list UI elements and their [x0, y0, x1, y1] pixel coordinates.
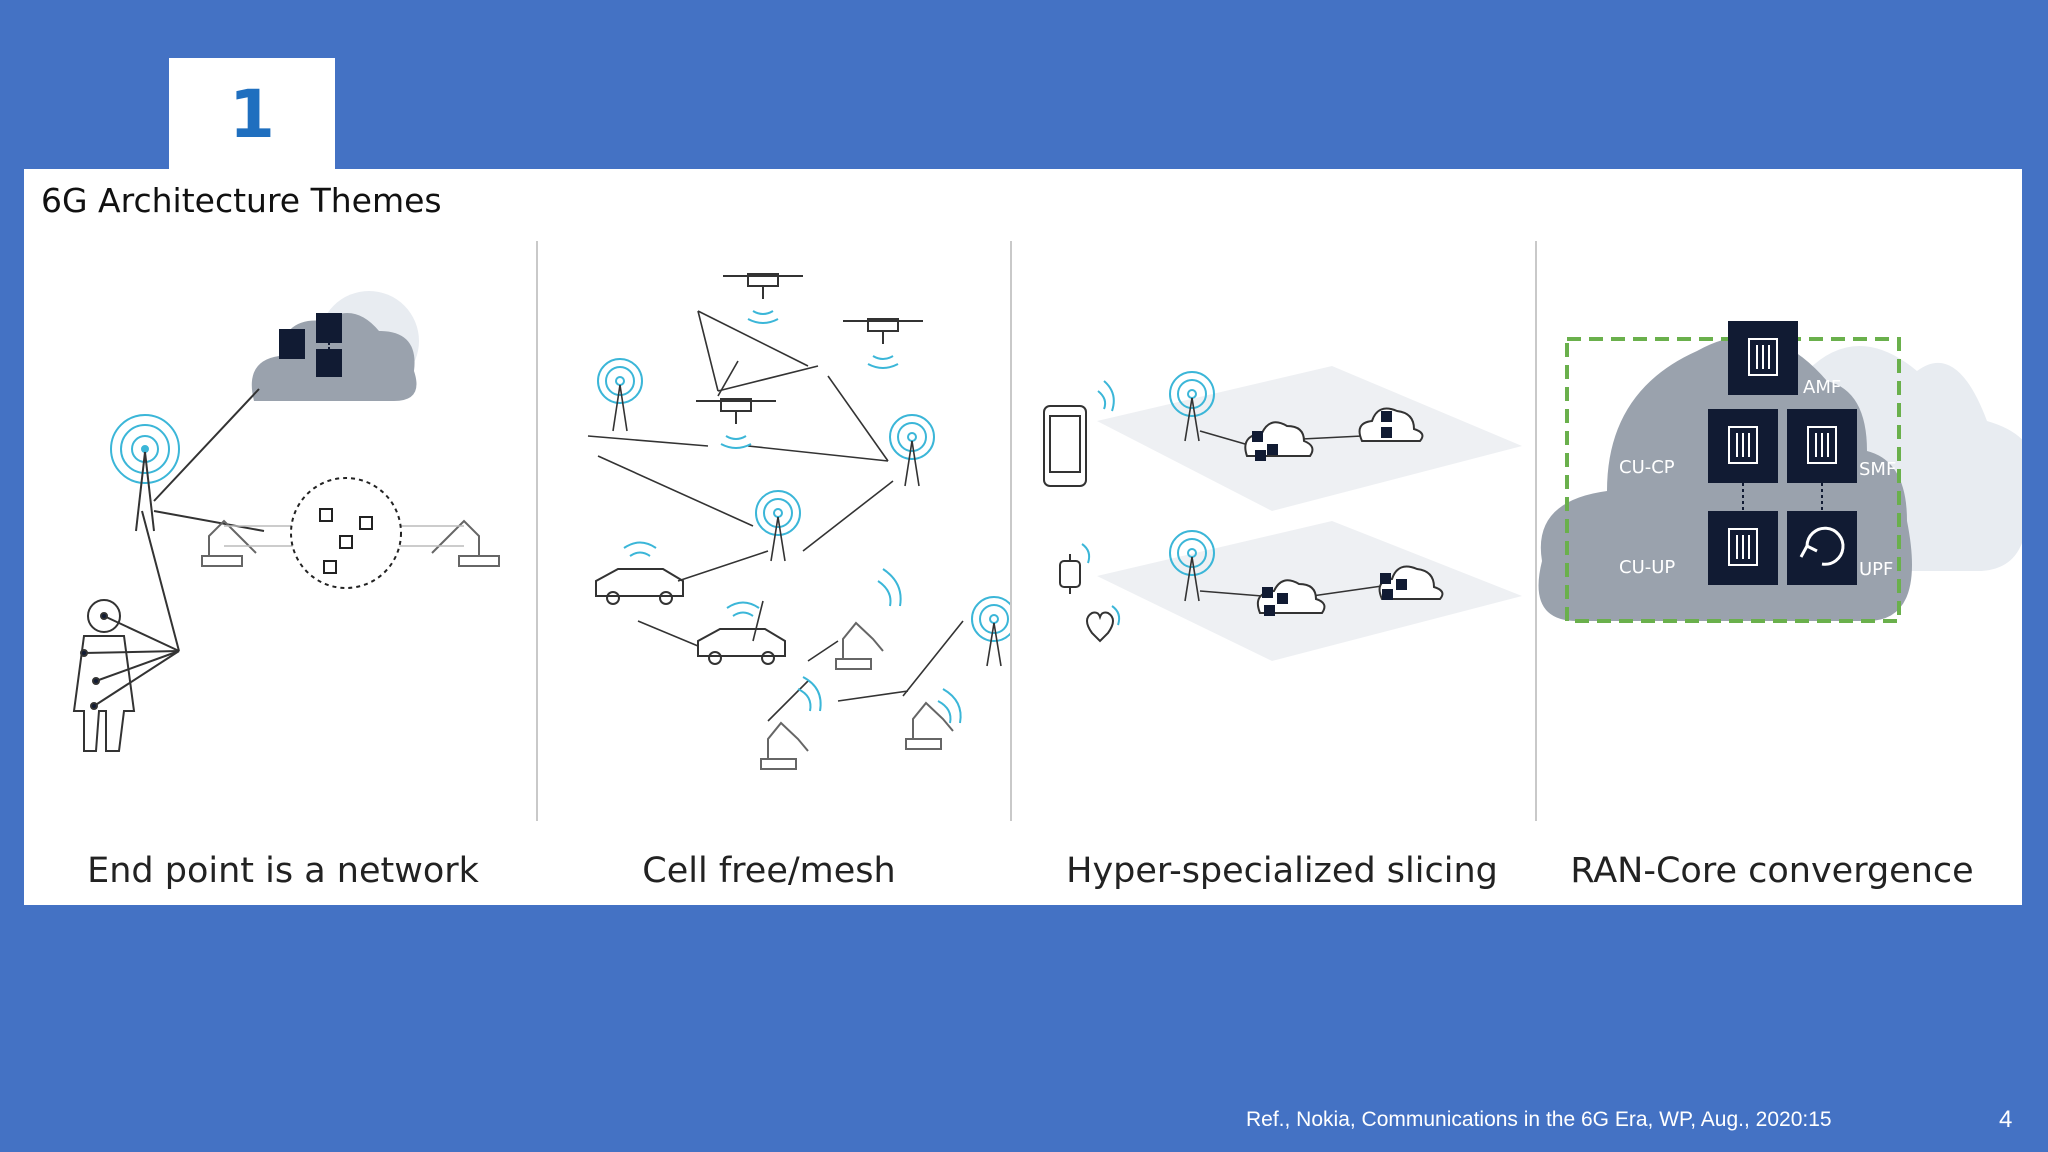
- device-cluster-icon: [224, 477, 464, 589]
- divider-2: [1010, 241, 1012, 821]
- reference-footnote: Ref., Nokia, Communications in the 6G Er…: [1246, 1108, 1832, 1131]
- endpoint-network-diagram: [72, 291, 500, 752]
- antenna-icon: [597, 358, 1010, 642]
- cu-cp-label: CU-CP: [1619, 457, 1675, 478]
- cu-up-label: CU-UP: [1619, 557, 1675, 578]
- ran-core-convergence-diagram: AMF CU-CP SMF CU-UP UPF: [1538, 321, 2022, 623]
- drone-icon: [696, 273, 923, 424]
- smf-label: SMF: [1859, 459, 1896, 480]
- page-number: 4: [1999, 1106, 2013, 1133]
- cloud-icon: [251, 291, 419, 401]
- caption-endpoint-network: End point is a network: [87, 851, 479, 891]
- antenna-icon: [1169, 371, 1215, 576]
- page-title: 6G Architecture Themes: [41, 181, 442, 220]
- divider-1: [536, 241, 538, 821]
- antenna-icon: [110, 414, 180, 484]
- slide-number-box: 1: [169, 58, 335, 170]
- watch-icon: [1059, 543, 1091, 594]
- caption-cell-free-mesh: Cell free/mesh: [642, 851, 896, 891]
- slide-number: 1: [229, 75, 275, 153]
- phone-icon: [1043, 380, 1115, 487]
- network-function-box: [1708, 321, 1857, 585]
- content-panel: 6G Architecture Themes: [24, 169, 2022, 905]
- caption-slicing: Hyper-specialized slicing: [1066, 851, 1498, 891]
- robot-arm-icon: [760, 621, 954, 770]
- divider-3: [1535, 241, 1537, 821]
- amf-label: AMF: [1803, 377, 1841, 398]
- heart-icon: [1086, 605, 1121, 643]
- cell-free-mesh-diagram: [587, 273, 1010, 770]
- person-icon: [72, 599, 180, 752]
- robot-arm-icon: [201, 519, 500, 567]
- car-icon: [595, 568, 786, 665]
- upf-label: UPF: [1859, 559, 1893, 580]
- caption-ran-core: RAN-Core convergence: [1570, 851, 1974, 891]
- slicing-diagram: [1043, 366, 1522, 661]
- slice-plane: [1097, 366, 1522, 661]
